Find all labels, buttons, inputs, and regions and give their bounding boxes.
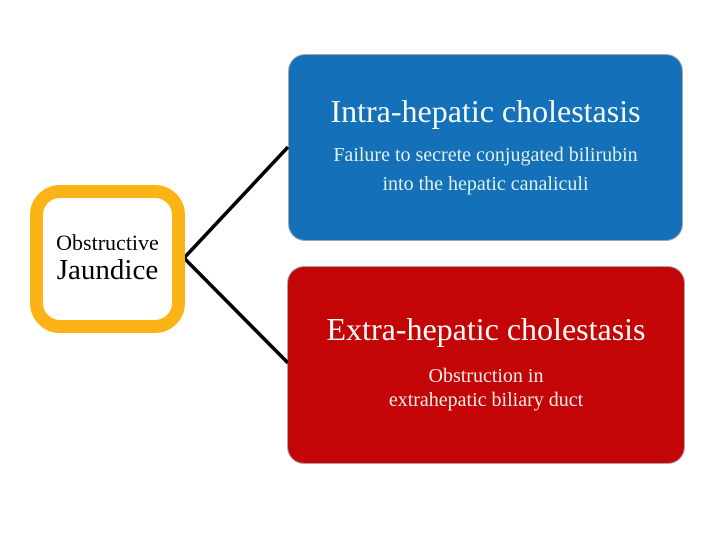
intra-hepatic-description-line1: Failure to secrete conjugated bilirubin: [333, 144, 638, 166]
intra-hepatic-title: Intra-hepatic cholestasis: [330, 93, 641, 129]
extra-hepatic-description-line2: extrahepatic biliary duct: [388, 388, 584, 411]
node-obstructive-jaundice: Obstructive Jaundice: [30, 185, 185, 333]
root-node-label-bottom: Jaundice: [56, 254, 159, 287]
extra-hepatic-description: Obstruction in extrahepatic biliary duct: [288, 365, 684, 412]
extra-hepatic-title: Extra-hepatic cholestasis: [326, 311, 646, 347]
intra-hepatic-description-line2: into the hepatic canaliculi: [382, 173, 589, 195]
node-intra-hepatic-cholestasis: Intra-hepatic cholestasis Failure to sec…: [289, 55, 682, 240]
intra-hepatic-description: Failure to secrete conjugated bilirubin …: [289, 141, 682, 199]
branch-connector-polyline: [181, 145, 290, 365]
root-node-label-top: Obstructive: [56, 229, 159, 255]
node-extra-hepatic-cholestasis: Extra-hepatic cholestasis Obstruction in…: [288, 267, 684, 463]
extra-hepatic-description-line1: Obstruction in: [428, 365, 544, 387]
